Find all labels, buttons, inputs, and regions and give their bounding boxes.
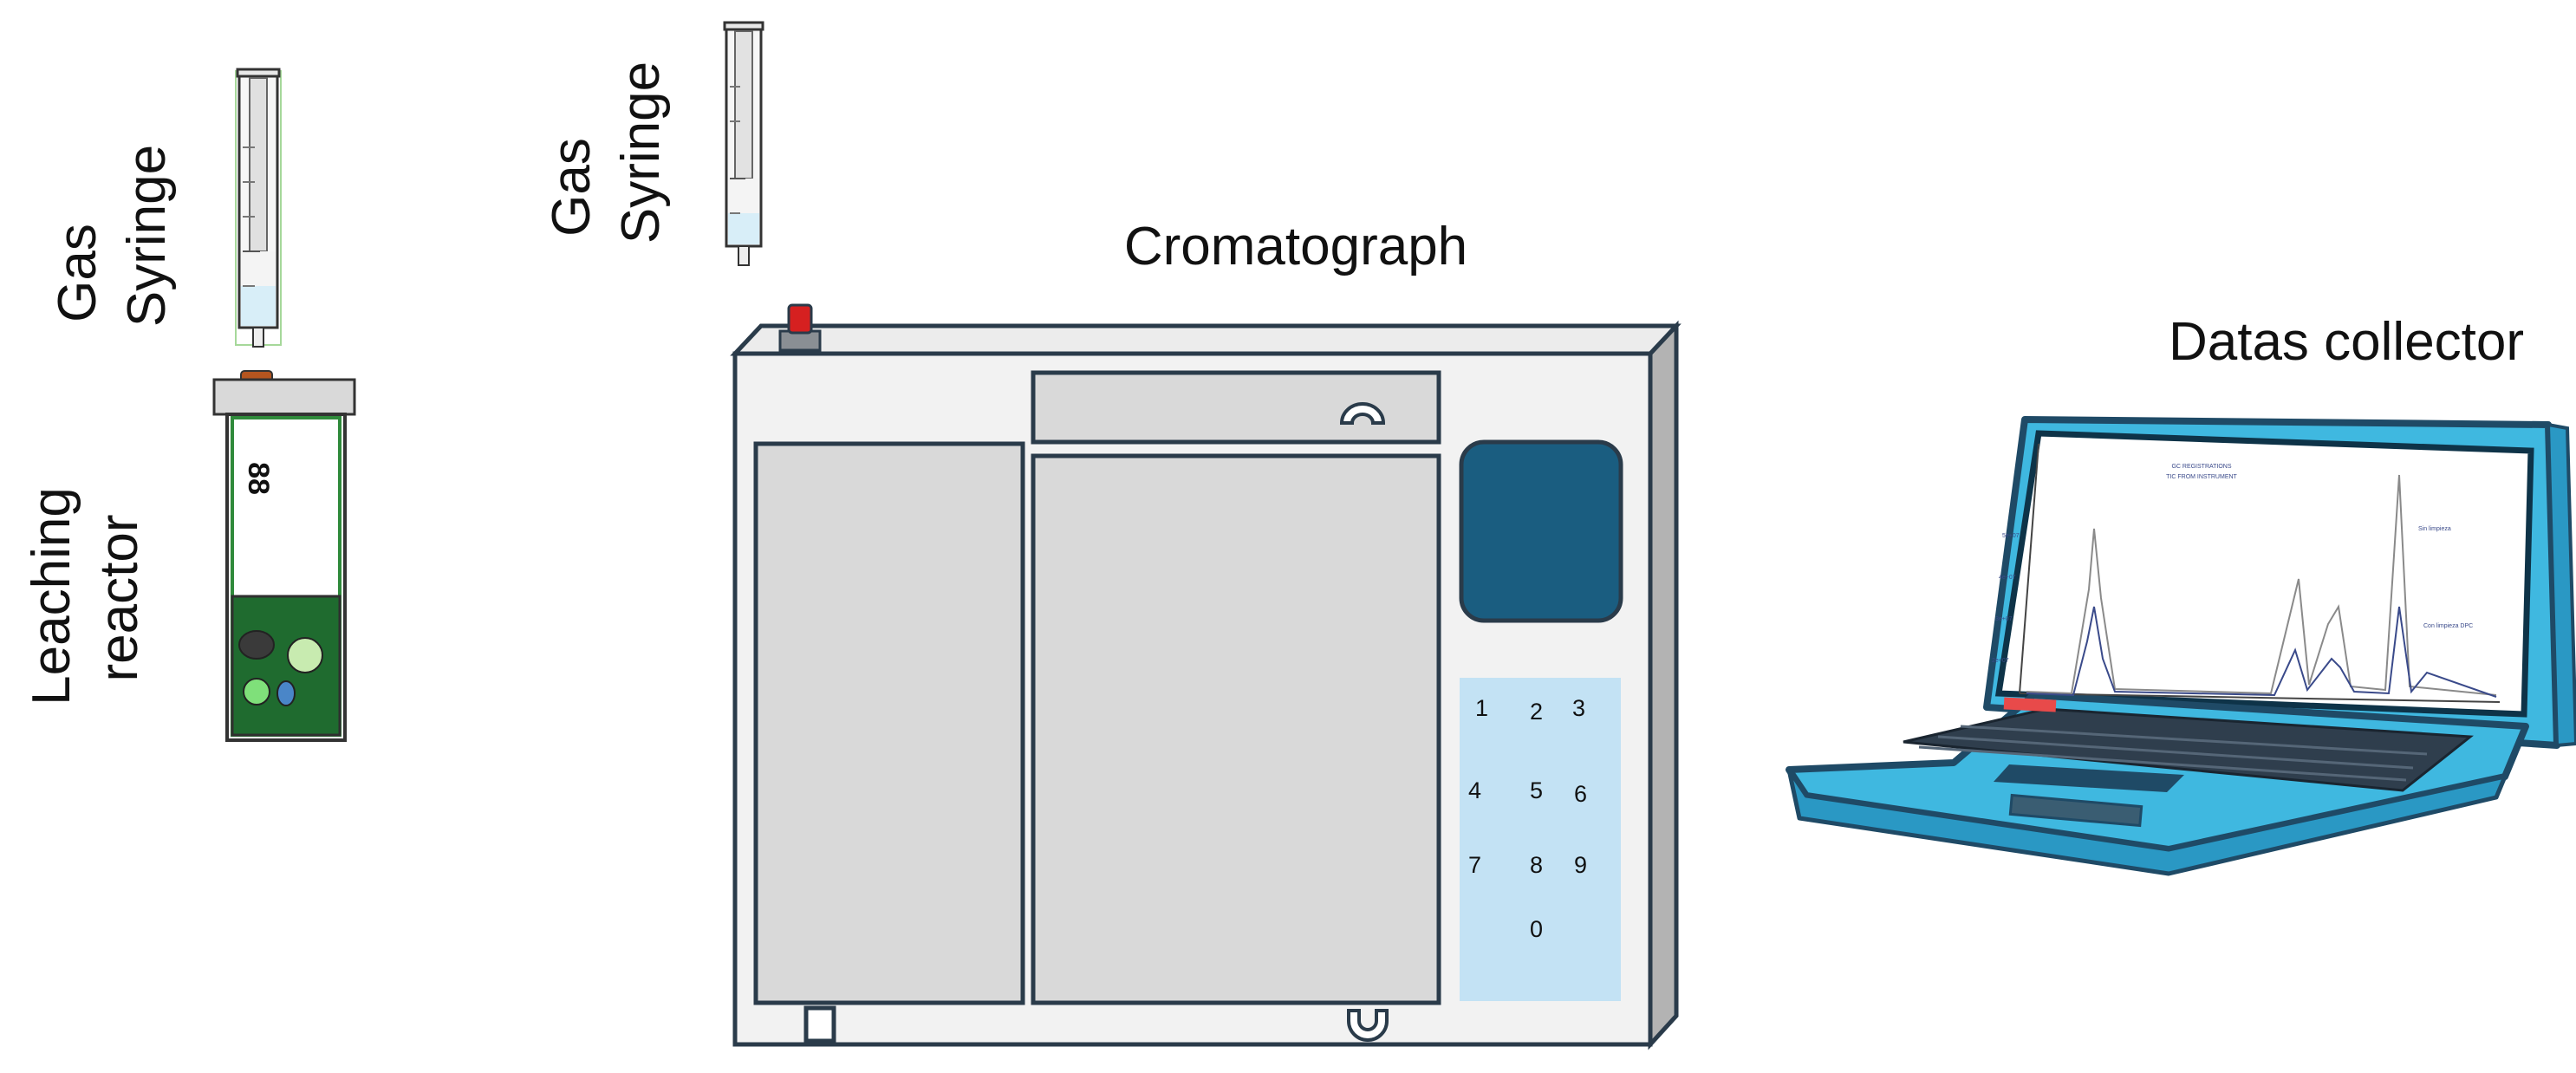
leaching-reactor: 88: [212, 370, 356, 742]
gas-syringe-left: [235, 68, 282, 348]
laptop: [1786, 416, 2576, 876]
laptop-touchpad: [1994, 764, 2184, 792]
keypad-key-7[interactable]: 7: [1468, 852, 1481, 878]
keypad-key-5[interactable]: 5: [1530, 777, 1543, 803]
chromatogram-ytick-1: 5e+07: [2002, 533, 2020, 539]
keypad-key-3[interactable]: 3: [1572, 695, 1585, 721]
bottom-drain-handle: [1347, 1009, 1389, 1042]
chromatogram-title-line2: TIC FROM INSTRUMENT: [2166, 474, 2237, 480]
keypad-key-0[interactable]: 0: [1530, 916, 1543, 942]
gas-syringe-center-label-line2: Syringe: [611, 62, 671, 244]
reactor-liquid: [231, 595, 342, 737]
chromatogram-ytick-4: 2e+07: [1992, 658, 2009, 664]
keypad-key-6[interactable]: 6: [1574, 781, 1587, 807]
top-panel-handle: [1339, 402, 1386, 425]
chromatogram-display: GC REGISTRATIONS TIC FROM INSTRUMENT Sin…: [1992, 443, 2501, 703]
keypad-key-9[interactable]: 9: [1574, 852, 1587, 878]
keypad: [1460, 678, 1621, 1001]
leaching-reactor-label-line2: reactor: [89, 515, 149, 682]
chromatogram-ytick-2: 4e+07: [1999, 575, 2016, 581]
bottom-left-foot: [803, 1005, 836, 1044]
chromatogram-ytick-3: 3e+07: [1995, 616, 2013, 622]
keypad-key-4[interactable]: 4: [1468, 777, 1481, 803]
left-door-panel: [753, 441, 1025, 1005]
oven-door-panel: [1031, 453, 1441, 1005]
chromatograph-label: Cromatograph: [1124, 217, 1467, 276]
data-collector-label: Datas collector: [2169, 312, 2524, 372]
gas-syringe-left-label-line2: Syringe: [117, 145, 177, 327]
reactor-label-glyph: 88: [242, 462, 275, 495]
top-panel: [1031, 370, 1441, 445]
laptop-keyboard: [1903, 707, 2474, 792]
gas-syringe-left-label-line1: Gas: [48, 224, 107, 322]
chromatogram-annotation-bottom: Con limpieza DPC: [2423, 623, 2473, 629]
leaching-reactor-label-line1: Leaching: [22, 487, 81, 706]
chromatogram-annotation-top: Sin limpieza: [2418, 526, 2451, 532]
chromatograph: 1 2 3 4 5 6 7 8 9 0: [730, 303, 1682, 1050]
gas-syringe-center-label-line1: Gas: [542, 138, 602, 237]
keypad-key-2[interactable]: 2: [1530, 699, 1543, 725]
gas-syringe-center: [723, 21, 764, 266]
chromatogram-title-line1: GC REGISTRATIONS: [2171, 464, 2231, 470]
keypad-key-1[interactable]: 1: [1475, 695, 1488, 721]
keypad-key-8[interactable]: 8: [1530, 852, 1543, 878]
injection-port: [778, 303, 822, 352]
display-screen: [1459, 439, 1623, 623]
